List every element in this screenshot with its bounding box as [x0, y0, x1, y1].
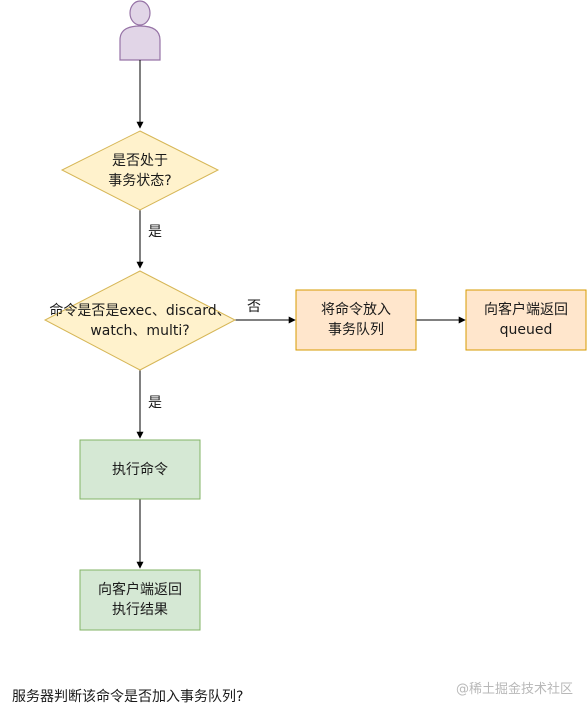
decision-transaction-label: 是否处于 事务状态?	[108, 152, 172, 189]
figure-caption: 服务器判断该命令是否加入事务队列?	[12, 689, 244, 705]
watermark: @稀土掘金技术社区	[455, 682, 573, 697]
reply-queued-label: 向客户端返回 queued	[484, 302, 568, 338]
edge-label-no: 否	[247, 299, 261, 315]
reply-queued-box	[465, 289, 587, 351]
enqueue-label: 将命令放入 事务队列	[321, 302, 391, 338]
edge-label-yes-2: 是	[148, 395, 162, 411]
decision-command-label: 命令是否是exec、discard、 watch、multi?	[49, 302, 231, 339]
reply-result-box	[79, 569, 201, 631]
actor-icon	[119, 0, 161, 61]
execute-box	[79, 439, 201, 500]
reply-result-label: 向客户端返回 执行结果	[98, 582, 182, 618]
decision-transaction-shape	[60, 130, 220, 211]
execute-label: 执行命令	[112, 461, 168, 478]
edge-label-yes-1: 是	[148, 224, 162, 240]
enqueue-box	[295, 289, 417, 351]
decision-command-shape	[43, 270, 237, 371]
